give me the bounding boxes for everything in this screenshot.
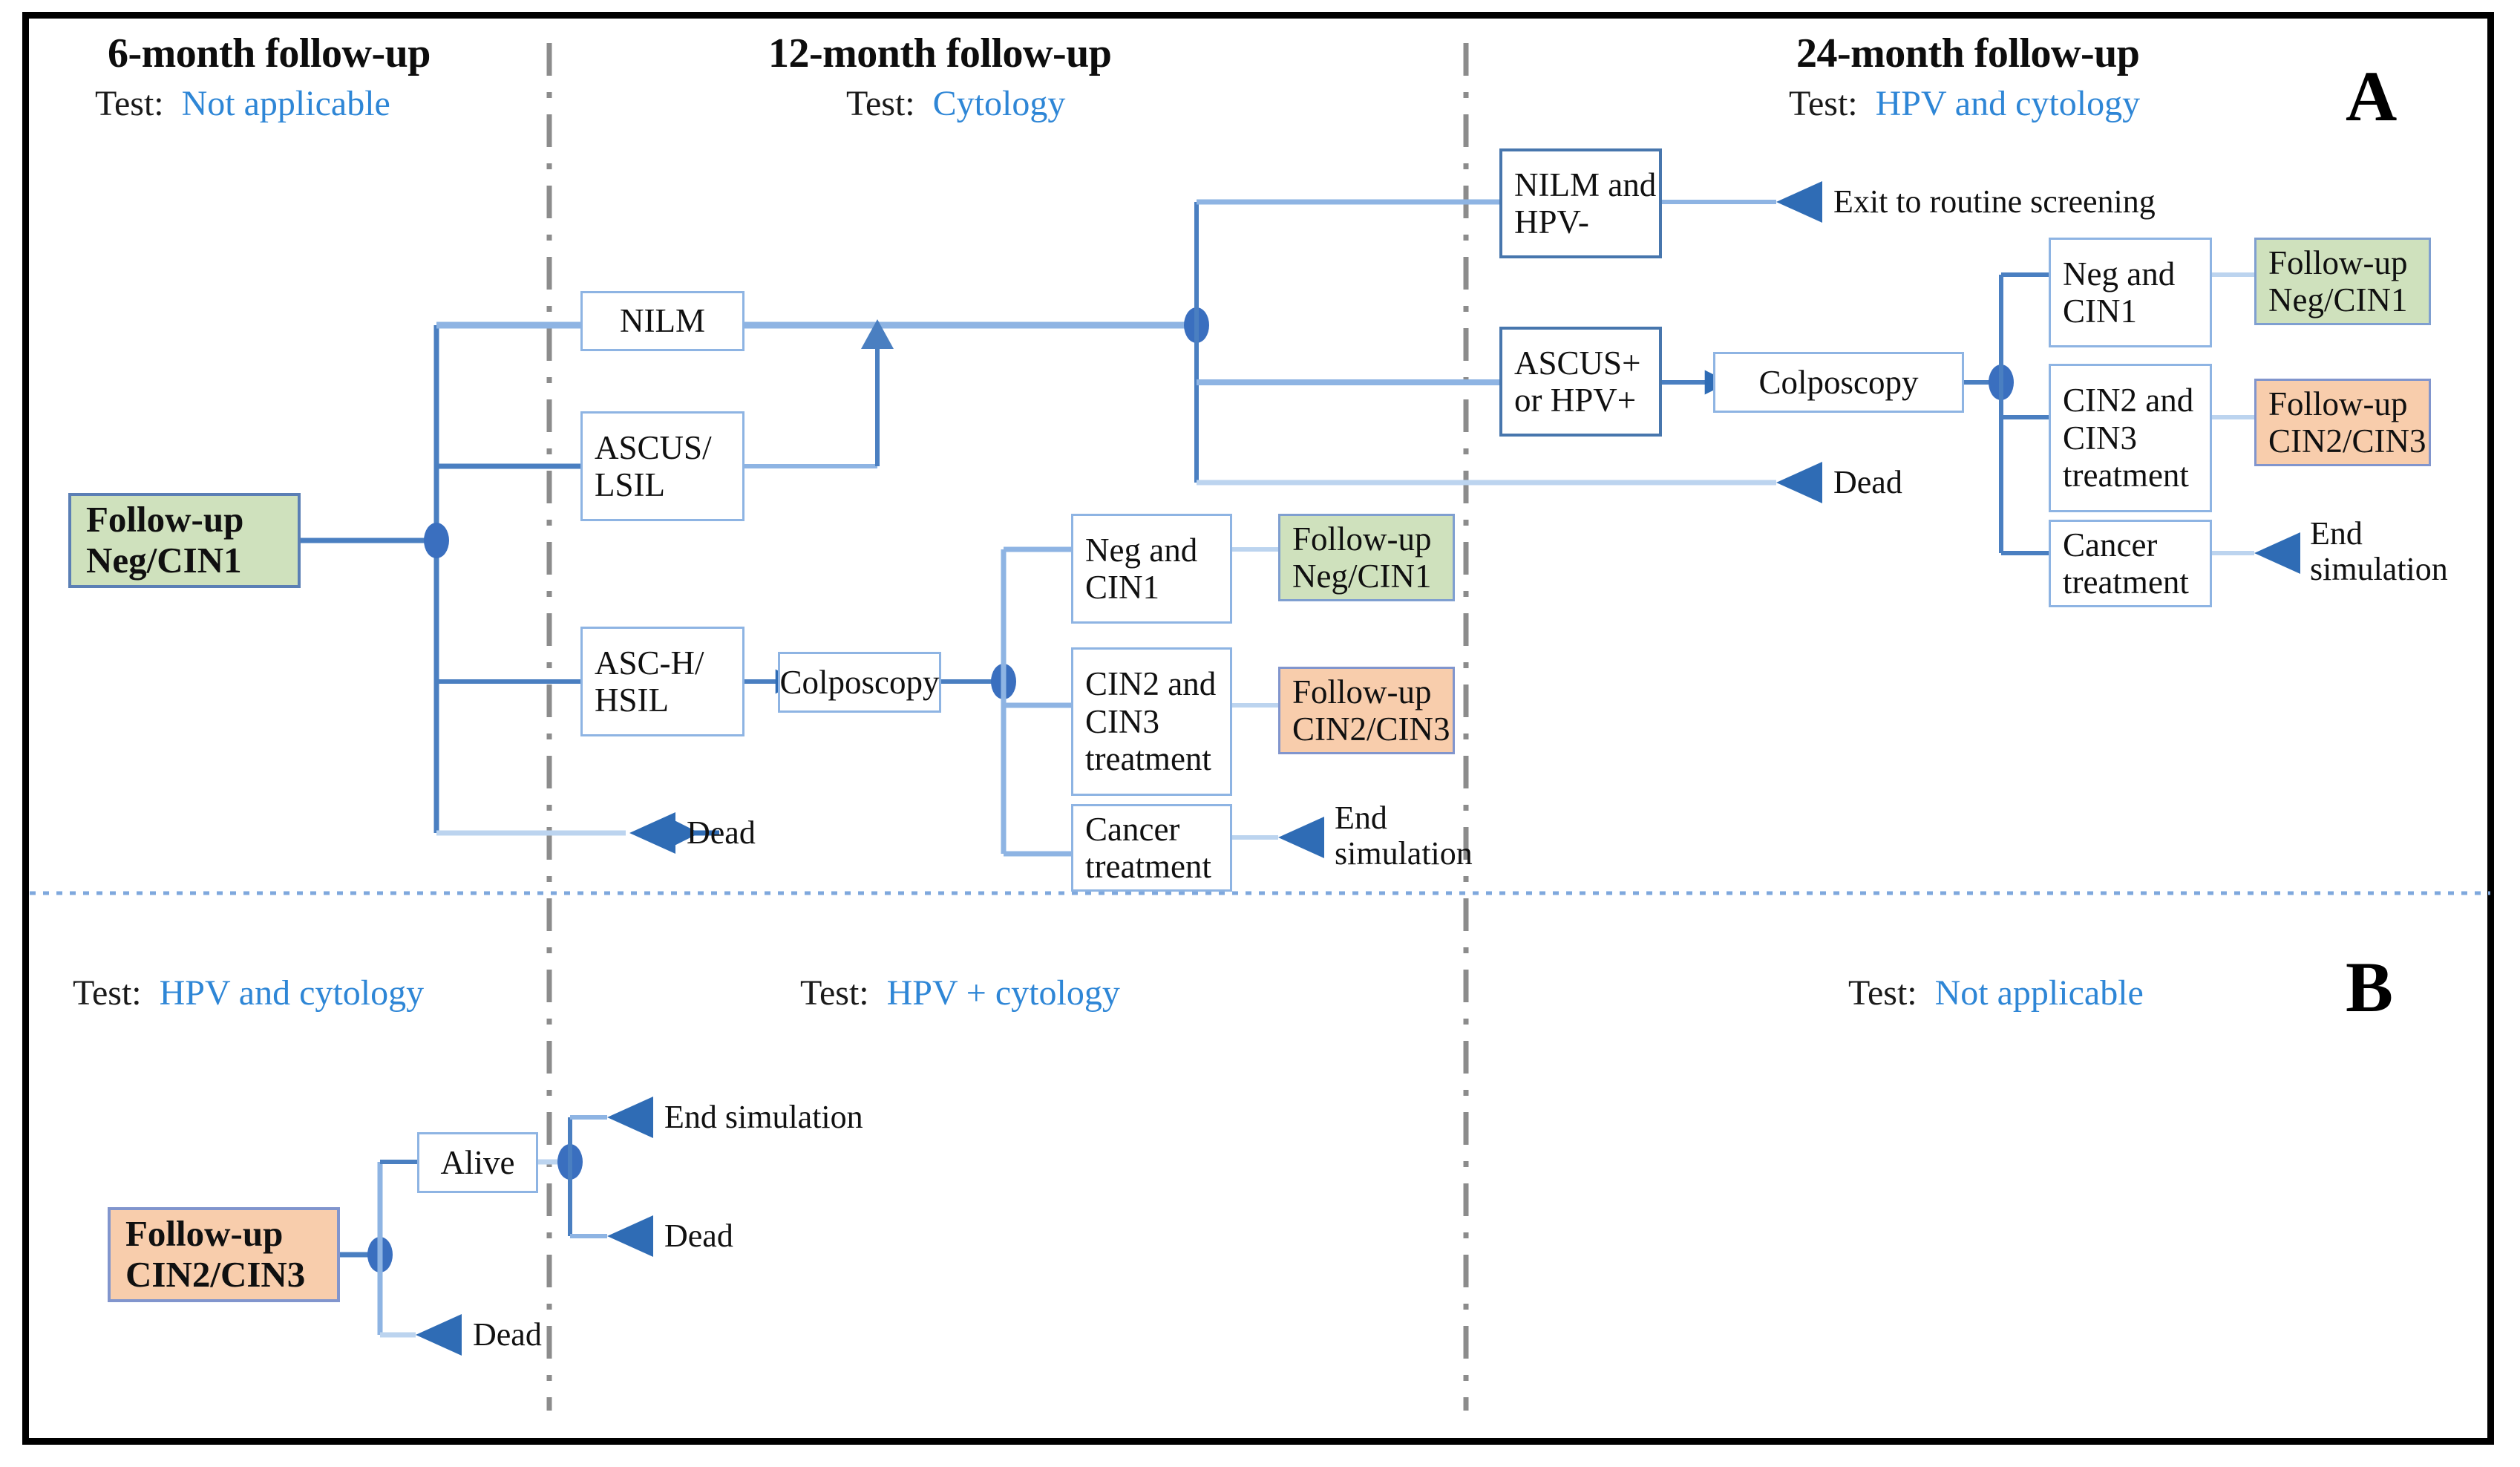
- endpoint-dead-12m: Dead: [1833, 464, 1902, 500]
- endpoint-dead-6m-b: Dead: [473, 1316, 542, 1353]
- panel-b-test-col1: Test: HPV and cytology: [73, 973, 424, 1013]
- node-ascus-lsil[interactable]: ASCUS/ LSIL: [580, 411, 744, 521]
- endpoint-dead-12m-b: Dead: [664, 1218, 733, 1254]
- test-value: HPV + cytology: [886, 973, 1120, 1013]
- test-label: Test:: [73, 973, 151, 1013]
- node-label: ASCUS/ LSIL: [595, 428, 712, 503]
- column-title-24month: 24-month follow-up: [1796, 30, 2140, 76]
- endpoint-exit-routine-screening: Exit to routine screening: [1833, 183, 2156, 220]
- node-label: Neg and CIN1: [1085, 531, 1198, 606]
- test-value: Not applicable: [1934, 973, 2144, 1013]
- panel-letter-b: B: [2346, 947, 2394, 1027]
- node-cancer-treatment-12m[interactable]: Cancer treatment: [1071, 804, 1232, 892]
- node-cin2-cin3-treatment-12m[interactable]: CIN2 and CIN3 treatment: [1071, 647, 1232, 796]
- node-followup-neg-cin1-12m[interactable]: Follow-up Neg/CIN1: [1278, 514, 1455, 601]
- test-value: Not applicable: [181, 84, 390, 123]
- test-value: HPV and cytology: [159, 973, 425, 1013]
- node-label: ASCUS+ or HPV+: [1514, 344, 1641, 419]
- node-colposcopy-12m[interactable]: Colposcopy: [778, 652, 941, 713]
- endpoint-end-simulation-24m: End simulation: [2310, 515, 2448, 587]
- node-label: Alive: [440, 1143, 515, 1181]
- node-followup-cin2-cin3-12m[interactable]: Follow-up CIN2/CIN3: [1278, 667, 1455, 754]
- node-ascus-plus-or-hpv-positive[interactable]: ASCUS+ or HPV+: [1499, 327, 1662, 437]
- node-label: Follow-up Neg/CIN1: [86, 499, 244, 581]
- node-label: ASC-H/ HSIL: [595, 644, 704, 719]
- node-label: Colposcopy: [1758, 363, 1919, 401]
- column-test-12month: Test: Cytology: [846, 83, 1065, 124]
- node-neg-cin1-12m[interactable]: Neg and CIN1: [1071, 514, 1232, 624]
- node-nilm-and-hpv-negative[interactable]: NILM and HPV-: [1499, 148, 1662, 258]
- node-label: Cancer treatment: [1085, 810, 1211, 885]
- panel-b-test-col2: Test: HPV + cytology: [800, 973, 1120, 1013]
- figure-frame: [22, 12, 2494, 1445]
- test-label: Test:: [800, 973, 878, 1013]
- node-label: CIN2 and CIN3 treatment: [1085, 665, 1217, 778]
- node-label: NILM and HPV-: [1514, 166, 1657, 241]
- endpoint-dead-6m: Dead: [687, 814, 756, 851]
- node-label: Follow-up Neg/CIN1: [2268, 244, 2408, 318]
- node-cancer-treatment-24m[interactable]: Cancer treatment: [2049, 520, 2212, 607]
- node-asch-hsil[interactable]: ASC-H/ HSIL: [580, 627, 744, 736]
- column-title-6month: 6-month follow-up: [108, 30, 431, 76]
- node-neg-cin1-24m[interactable]: Neg and CIN1: [2049, 238, 2212, 347]
- node-label: Follow-up CIN2/CIN3: [2268, 385, 2426, 460]
- node-label: Follow-up CIN2/CIN3: [125, 1213, 306, 1295]
- node-label: Follow-up Neg/CIN1: [1292, 520, 1432, 595]
- node-followup-cin2-cin3-24m[interactable]: Follow-up CIN2/CIN3: [2254, 379, 2431, 466]
- node-label: Colposcopy: [779, 663, 940, 701]
- node-label: Neg and CIN1: [2063, 255, 2176, 330]
- column-title-12month: 12-month follow-up: [768, 30, 1112, 76]
- panel-b-test-col3: Test: Not applicable: [1848, 973, 2144, 1013]
- test-label: Test:: [95, 84, 173, 123]
- node-followup-neg-cin1-start[interactable]: Follow-up Neg/CIN1: [68, 493, 301, 588]
- test-value: Cytology: [932, 84, 1066, 123]
- test-label: Test:: [1789, 84, 1867, 123]
- node-nilm[interactable]: NILM: [580, 291, 744, 351]
- node-label: CIN2 and CIN3 treatment: [2063, 382, 2194, 494]
- node-colposcopy-24m[interactable]: Colposcopy: [1713, 352, 1964, 413]
- node-followup-neg-cin1-24m[interactable]: Follow-up Neg/CIN1: [2254, 238, 2431, 325]
- node-label: NILM: [620, 302, 705, 340]
- node-alive[interactable]: Alive: [417, 1132, 538, 1193]
- node-label: Cancer treatment: [2063, 526, 2189, 601]
- test-value: HPV and cytology: [1875, 84, 2141, 123]
- node-cin2-cin3-treatment-24m[interactable]: CIN2 and CIN3 treatment: [2049, 364, 2212, 512]
- test-label: Test:: [1848, 973, 1926, 1013]
- endpoint-end-simulation-12m: End simulation: [1335, 800, 1473, 872]
- endpoint-end-simulation-b: End simulation: [664, 1099, 863, 1135]
- panel-letter-a: A: [2346, 56, 2398, 136]
- node-followup-cin2-cin3-start[interactable]: Follow-up CIN2/CIN3: [108, 1207, 340, 1302]
- node-label: Follow-up CIN2/CIN3: [1292, 673, 1450, 748]
- column-test-24month: Test: HPV and cytology: [1789, 83, 2140, 124]
- test-label: Test:: [846, 84, 924, 123]
- column-test-6month: Test: Not applicable: [95, 83, 390, 124]
